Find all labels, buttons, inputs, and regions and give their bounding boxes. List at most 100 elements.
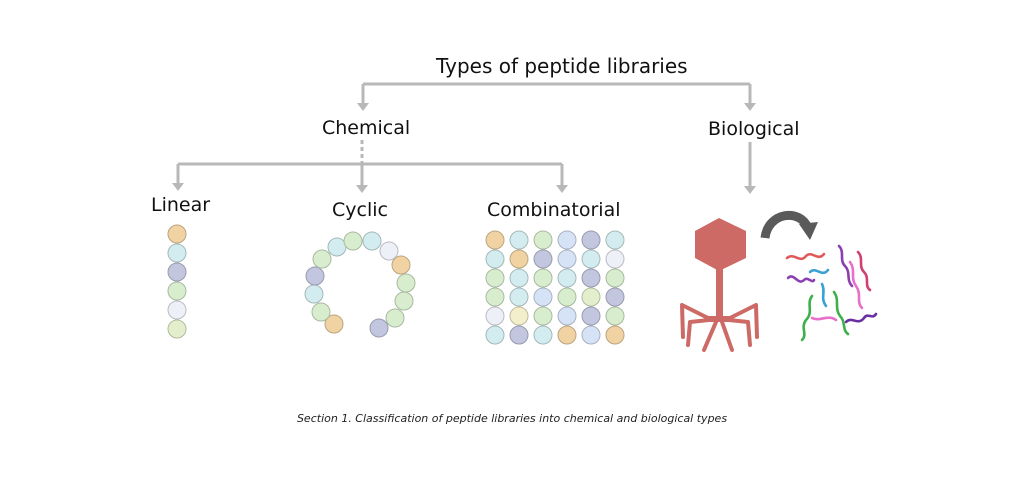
residue-circle <box>605 306 625 326</box>
residue-circle <box>385 308 405 328</box>
phage-baseplate <box>706 316 733 322</box>
residue-circle <box>312 249 332 269</box>
peptide-strand <box>785 252 826 261</box>
residue-circle <box>581 230 601 250</box>
arrowhead <box>744 186 756 194</box>
residue-circle <box>533 230 553 250</box>
residue-circle <box>167 300 187 320</box>
residue-circle <box>557 268 577 288</box>
residue-circle <box>581 287 601 307</box>
biological-branch-label: Biological <box>708 118 800 140</box>
residue-circle <box>391 255 411 275</box>
peptide-strands-icon <box>785 244 878 342</box>
residue-circle <box>379 241 399 261</box>
residue-circle <box>509 306 529 326</box>
combinatorial-peptide-grid <box>485 230 625 345</box>
connector-lines <box>172 82 756 194</box>
residue-circle <box>509 325 529 345</box>
peptide-strand <box>844 312 878 324</box>
residue-circle <box>167 281 187 301</box>
peptide-strand <box>810 316 838 322</box>
residue-circle <box>324 314 344 334</box>
phage-tail-fiber <box>702 320 718 352</box>
residue-circle <box>304 284 324 304</box>
arrow-body <box>760 210 813 240</box>
residue-circle <box>605 325 625 345</box>
residue-circle <box>509 249 529 269</box>
residue-circle <box>557 249 577 269</box>
residue-circle <box>485 287 505 307</box>
phage-tail-fiber <box>720 320 734 352</box>
residue-circle <box>305 266 325 286</box>
residue-circle <box>485 306 505 326</box>
residue-circle <box>581 249 601 269</box>
residue-circle <box>605 268 625 288</box>
curved-arrow-icon <box>760 210 818 240</box>
residue-circle <box>581 325 601 345</box>
residue-circle <box>557 306 577 326</box>
arrowhead <box>357 103 369 111</box>
peptide-strand <box>856 250 872 292</box>
residue-circle <box>581 306 601 326</box>
arrowhead <box>172 183 184 191</box>
residue-circle <box>485 249 505 269</box>
residue-circle <box>605 287 625 307</box>
linear-type-label: Linear <box>151 194 211 216</box>
residue-circle <box>167 243 187 263</box>
residue-circle <box>605 230 625 250</box>
peptide-strand <box>820 282 828 308</box>
linear-peptide-chain <box>167 224 187 339</box>
residue-circle <box>369 318 389 338</box>
residue-circle <box>581 268 601 288</box>
chemical-branch-label: Chemical <box>322 117 411 139</box>
residue-circle <box>396 273 416 293</box>
residue-circle <box>167 262 187 282</box>
residue-circle <box>485 268 505 288</box>
residue-circle <box>509 230 529 250</box>
peptide-strand <box>837 244 854 288</box>
residue-circle <box>485 230 505 250</box>
bacteriophage-icon <box>680 218 759 352</box>
figure-caption: Section 1. Classification of peptide lib… <box>296 412 728 425</box>
residue-circle <box>533 325 553 345</box>
residue-circle <box>533 306 553 326</box>
residue-circle <box>362 231 382 251</box>
residue-circle <box>557 230 577 250</box>
residue-circle <box>394 291 414 311</box>
residue-circle <box>533 287 553 307</box>
phage-tail-fiber <box>727 318 752 347</box>
cyclic-type-label: Cyclic <box>332 199 388 221</box>
residue-circle <box>311 302 331 322</box>
arrow-tip <box>799 222 818 240</box>
phage-tail-fiber <box>680 303 710 339</box>
peptide-strand <box>832 290 850 336</box>
peptide-strand <box>800 294 814 342</box>
residue-circle <box>557 325 577 345</box>
residue-circle <box>557 287 577 307</box>
residue-circle <box>509 268 529 288</box>
peptide-strand <box>786 275 816 283</box>
residue-circle <box>327 237 347 257</box>
phage-tail <box>716 269 723 321</box>
peptide-strand <box>808 268 830 275</box>
residue-circle <box>167 319 187 339</box>
residue-circle <box>509 287 529 307</box>
arrowhead <box>744 103 756 111</box>
residue-circle <box>343 231 363 251</box>
diagram-title: Types of peptide libraries <box>436 54 688 78</box>
residue-circle <box>167 224 187 244</box>
cyclic-peptide-ring <box>304 231 416 338</box>
arrowhead <box>356 185 368 193</box>
phage-head <box>695 218 746 271</box>
phage-tail-fiber <box>728 303 759 339</box>
residue-circle <box>485 325 505 345</box>
phage-tail-fiber <box>686 318 711 347</box>
residue-circle <box>533 249 553 269</box>
arrowhead <box>556 185 568 193</box>
residue-circle <box>533 268 553 288</box>
combinatorial-type-label: Combinatorial <box>487 199 621 221</box>
residue-circle <box>605 249 625 269</box>
peptide-strand <box>848 260 864 310</box>
